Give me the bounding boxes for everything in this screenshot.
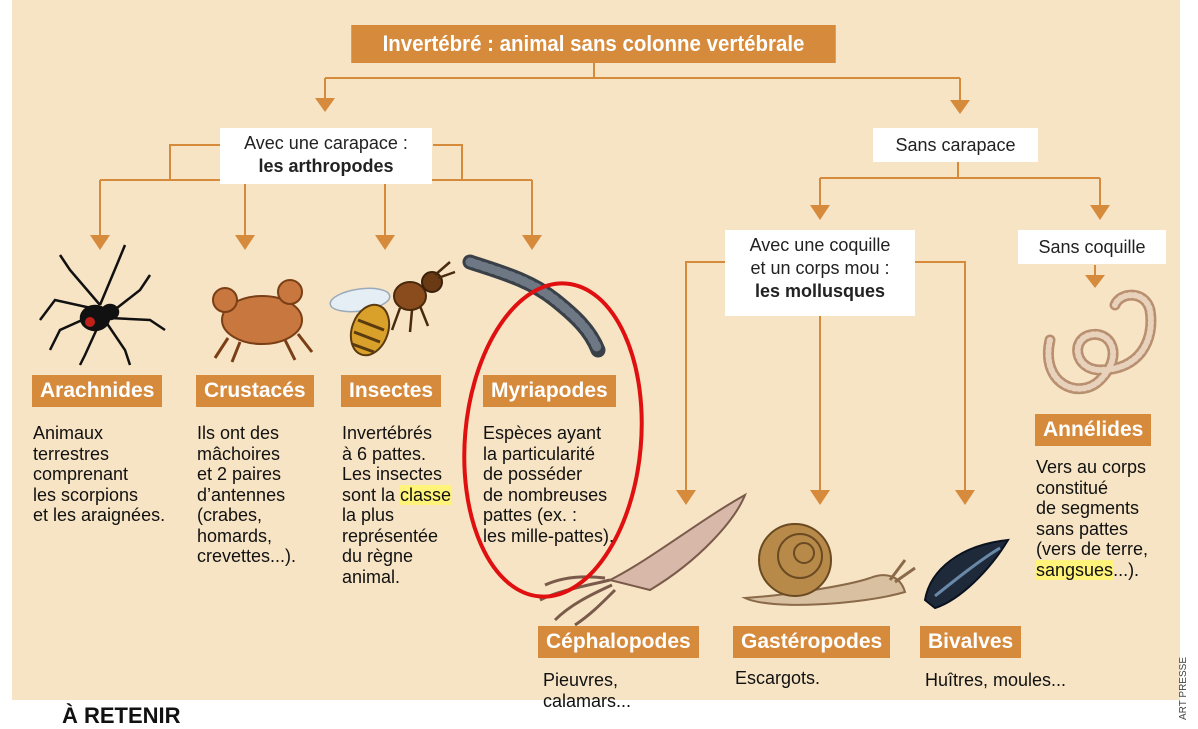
label-cephalopodes: Céphalopodes [538,626,699,658]
sans-carapace-box: Sans carapace [873,128,1038,162]
desc-annelides-b: ...). [1113,559,1140,580]
label-crustaces: Crustacés [196,375,314,407]
mussel-illustration [923,538,1010,610]
carapace-line1: Avec une carapace : [244,133,408,153]
label-bivalves: Bivalves [920,626,1022,658]
desc-cephalopodes: Pieuvres, calamars... [543,670,632,711]
desc-myriapodes: Espèces ayant la particularité de posséd… [483,423,615,546]
coquille-line1: Avec une coquille [749,235,891,255]
desc-insectes-b: la plus représentée du règne animal. [342,505,439,587]
photo-credit: ART PRESSE [1178,657,1189,720]
label-gasteropodes: Gastéropodes [733,626,891,658]
highlight-classe: classe [400,484,452,505]
crab-illustration [212,279,314,363]
carapace-box: Avec une carapace : les arthropodes [220,128,432,184]
carapace-line2: les arthropodes [258,156,394,176]
coquille-line3: les mollusques [754,281,886,301]
desc-insectes-a: Invertébrés à 6 pattes. Les insectes son… [342,423,443,505]
red-annotation-circle [462,281,644,599]
desc-crustaces: Ils ont des mâchoires et 2 paires d’ante… [197,423,297,566]
sans-coquille-box: Sans coquille [1018,230,1166,264]
earthworm-illustration [1042,289,1157,395]
label-annelides: Annélides [1035,414,1152,446]
desc-gasteropodes: Escargots. [735,668,821,688]
highlight-sangsues: sangsues [1036,559,1114,580]
bee-illustration [329,261,456,357]
desc-bivalves: Huîtres, moules... [925,670,1067,690]
desc-insectes: Invertébrés à 6 pattes. Les insectes son… [342,423,452,587]
arrowheads [90,98,1110,505]
coquille-line2: et un corps mou : [750,258,890,278]
coquille-box: Avec une coquille et un corps mou : les … [725,230,915,316]
footer-heading: À RETENIR [62,703,181,728]
desc-annelides: Vers au corps constitué de segments sans… [1036,457,1148,580]
snail-illustration [741,523,916,606]
label-myriapodes: Myriapodes [483,375,616,407]
label-arachnides: Arachnides [32,375,163,407]
connector-lines [99,63,1101,490]
spider-illustration [39,244,166,366]
label-insectes: Insectes [341,375,442,407]
desc-annelides-a: Vers au corps constitué de segments sans… [1036,457,1149,559]
millipede-illustration [462,254,606,358]
diagram-title: Invertébré : animal sans colonne vertébr… [351,25,836,63]
desc-arachnides: Animaux terrestres comprenant les scorpi… [33,423,166,525]
